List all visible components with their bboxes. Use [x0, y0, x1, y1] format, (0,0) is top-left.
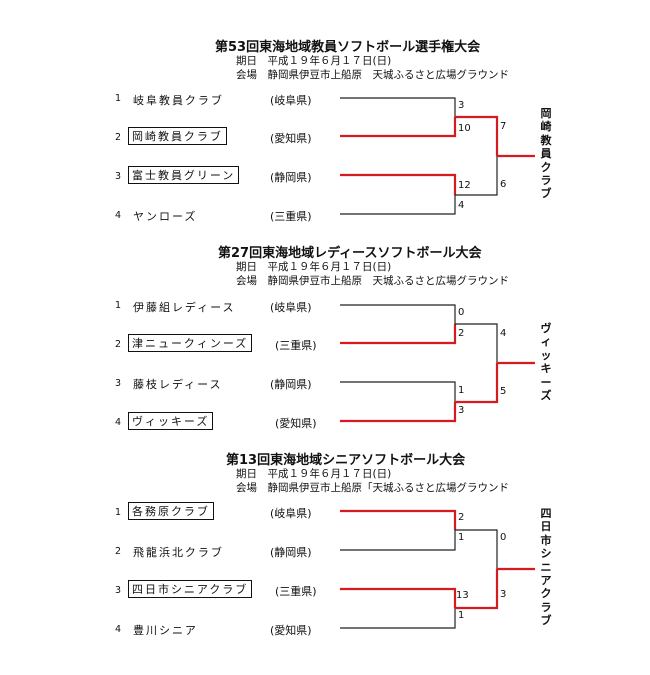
seed-number: 1: [115, 300, 122, 311]
match-score: 0: [458, 307, 465, 318]
team-name: ヤンローズ: [133, 210, 198, 223]
team-name-boxed: ヴィッキーズ: [128, 412, 214, 430]
match-score: 1: [458, 532, 465, 543]
team-name: 豊川シニア: [133, 624, 198, 637]
team-prefecture: (三重県): [275, 339, 317, 352]
seed-number: 3: [115, 378, 122, 389]
match-score: 10: [458, 123, 471, 134]
tournament-date: 期日 平成１９年６月１７日(日): [236, 55, 392, 67]
final-score: 6: [500, 179, 507, 190]
team-name-boxed: 富士教員グリーン: [128, 166, 240, 184]
bracket-line: [455, 529, 498, 569]
tournament-date: 期日 平成１９年６月１７日(日): [236, 468, 392, 480]
team-prefecture: (岐阜県): [270, 507, 312, 520]
bracket-line: [340, 381, 456, 402]
match-score: 2: [458, 512, 465, 523]
team-name: 飛龍浜北クラブ: [133, 546, 224, 559]
team-prefecture: (愛知県): [270, 624, 312, 637]
bracket-win-line: [340, 324, 457, 345]
tournament-venue: 会場 静岡県伊豆市上船原「天城ふるさと広場グラウンド: [236, 482, 509, 494]
tournament-venue: 会場 静岡県伊豆市上船原 天城ふるさと広場グラウンド: [236, 275, 509, 287]
team-prefecture: (岐阜県): [270, 301, 312, 314]
match-score: 1: [458, 610, 465, 621]
team-prefecture: (静岡県): [270, 546, 312, 559]
team-name: 伊藤組レディース: [133, 301, 236, 314]
match-score: 3: [458, 405, 465, 416]
team-prefecture: (岐阜県): [270, 94, 312, 107]
tournament-title: 第53回東海地域教員ソフトボール選手権大会: [215, 40, 481, 55]
team-name: 岐阜教員クラブ: [133, 94, 224, 107]
match-score: 2: [458, 328, 465, 339]
bracket-win-line: [455, 363, 499, 404]
team-prefecture: (愛知県): [270, 132, 312, 145]
match-score: 4: [458, 200, 465, 211]
team-prefecture: (静岡県): [270, 171, 312, 184]
tournament-title: 第13回東海地域シニアソフトボール大会: [226, 453, 466, 468]
bracket-line: [340, 530, 456, 551]
final-score: 4: [500, 328, 507, 339]
team-prefecture: (三重県): [270, 210, 312, 223]
match-score: 12: [458, 180, 471, 191]
team-prefecture: (三重県): [275, 585, 317, 598]
team-name-boxed: 四日市シニアクラブ: [128, 580, 253, 598]
seed-number: 1: [115, 507, 122, 518]
tournament-venue: 会場 静岡県伊豆市上船原 天城ふるさと広場グラウンド: [236, 69, 509, 81]
seed-number: 2: [115, 339, 122, 350]
bracket-win-line: [340, 173, 457, 195]
seed-number: 4: [115, 417, 122, 428]
seed-number: 3: [115, 171, 122, 182]
final-score: 7: [500, 121, 507, 132]
champion-label: ヴィッキーズ: [540, 322, 552, 403]
bracket-win-line: [340, 117, 457, 138]
tournament-date: 期日 平成１９年６月１７日(日): [236, 261, 392, 273]
seed-number: 4: [115, 210, 122, 221]
final-score: 5: [500, 386, 507, 397]
bracket-line: [340, 97, 456, 117]
team-name-boxed: 津ニュークィンーズ: [128, 334, 253, 352]
team-name: 藤枝レディース: [133, 378, 223, 391]
champion-label: 岡崎教員クラブ: [540, 107, 552, 201]
champion-label: 四日市シニアクラブ: [540, 507, 552, 628]
bracket-line: [340, 608, 456, 629]
match-score: 1: [458, 385, 465, 396]
seed-number: 1: [115, 93, 122, 104]
seed-number: 2: [115, 132, 122, 143]
bracket-win-line: [455, 115, 499, 156]
team-name-boxed: 岡崎教員クラブ: [128, 127, 227, 145]
team-prefecture: (静岡県): [270, 378, 312, 391]
seed-number: 4: [115, 624, 122, 635]
team-prefecture: (愛知県): [275, 417, 317, 430]
match-score: 3: [458, 100, 465, 111]
bracket-line: [340, 304, 456, 324]
tournament-title: 第27回東海地域レディースソフトボール大会: [218, 246, 482, 261]
bracket-line: [455, 323, 498, 363]
seed-number: 3: [115, 585, 122, 596]
bracket-win-line: [340, 402, 457, 423]
bracket-win-line: [455, 569, 499, 610]
bracket-line: [340, 195, 456, 215]
final-score: 3: [500, 589, 507, 600]
match-score: 13: [456, 590, 469, 601]
final-score: 0: [500, 532, 507, 543]
bracket-line: [455, 156, 498, 196]
team-name-boxed: 各務原クラブ: [128, 502, 214, 520]
bracket-win-line: [340, 509, 457, 530]
bracket-win-line: [340, 587, 457, 608]
seed-number: 2: [115, 546, 122, 557]
